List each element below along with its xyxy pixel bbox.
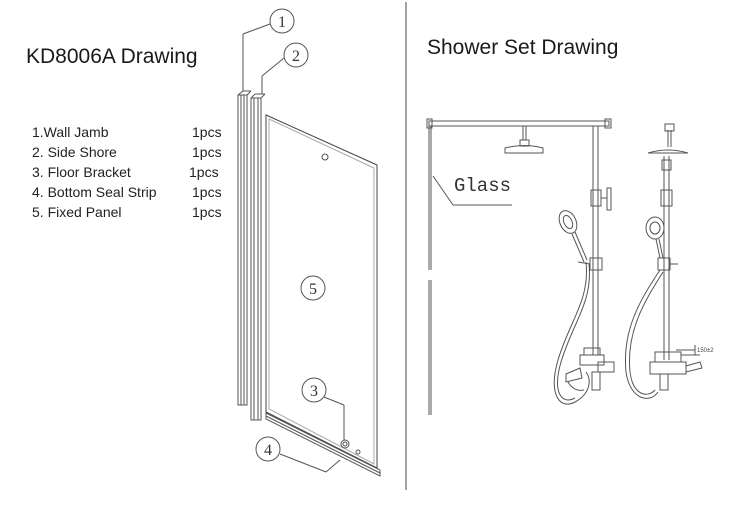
callout-3 [301,377,345,440]
callout-5 [300,275,326,301]
callout-1-label: 1 [278,14,286,31]
callout-2 [261,42,309,94]
part-qty: 1pcs [192,124,222,140]
callout-1 [242,8,295,91]
part-row-wall-jamb: 1.Wall Jamb 1pcs [32,122,232,142]
part-row-side-shore: 2. Side Shore 1pcs [32,142,232,162]
kd8006a-drawing-title: KD8006A Drawing [26,45,198,68]
callout-2-label: 2 [292,48,300,65]
callout-4-label: 4 [264,442,272,459]
wall-jamb [237,90,252,406]
part-qty: 1pcs [192,144,222,160]
callout-5-label: 5 [309,281,317,298]
parts-list: 1.Wall Jamb 1pcs 2. Side Shore 1pcs 3. F… [32,122,232,222]
side-shore [250,93,266,421]
dimension-note: 150±2 [697,348,714,354]
part-name: 1.Wall Jamb [32,124,109,140]
callout-4 [255,436,341,473]
part-row-fixed-panel: 5. Fixed Panel 1pcs [32,202,232,222]
shower-set-drawing-title: Shower Set Drawing [427,36,619,59]
part-name: 5. Fixed Panel [32,204,122,220]
shower-side-view [624,123,703,399]
shower-front-view [426,118,615,415]
part-row-floor-bracket: 3. Floor Bracket 1pcs [32,162,232,182]
part-name: 2. Side Shore [32,144,117,160]
bottom-seal-strip [265,412,381,477]
callout-3-label: 3 [310,383,318,400]
part-row-bottom-seal-strip: 4. Bottom Seal Strip 1pcs [32,182,232,202]
part-name: 4. Bottom Seal Strip [32,184,157,200]
fixed-panel [265,114,378,469]
part-qty: 1pcs [189,164,219,180]
glass-label: Glass [454,175,511,197]
part-name: 3. Floor Bracket [32,164,131,180]
part-qty: 1pcs [192,204,222,220]
part-qty: 1pcs [192,184,222,200]
